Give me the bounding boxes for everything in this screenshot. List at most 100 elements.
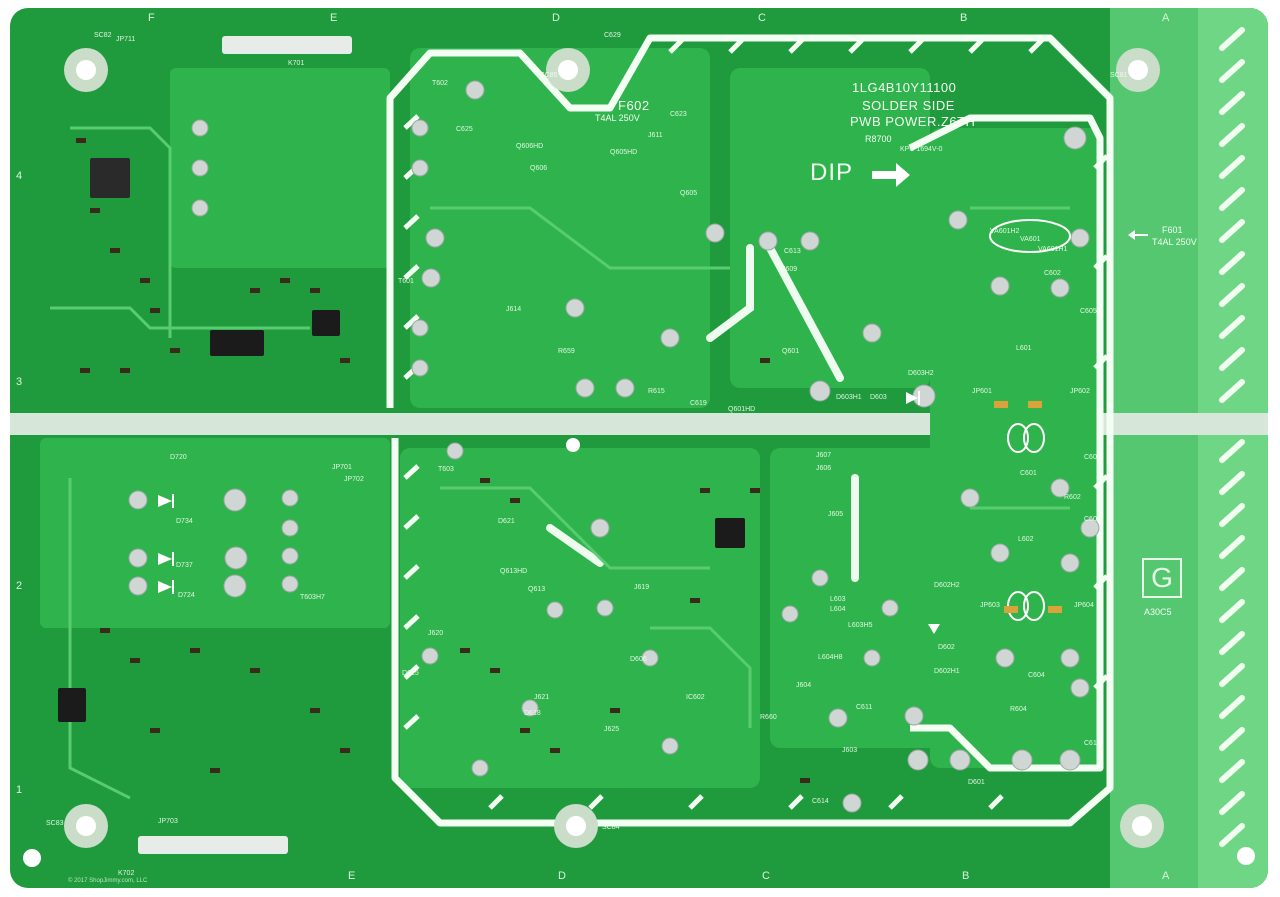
designator-j604: J604 xyxy=(796,682,812,689)
designator-c605: C605 xyxy=(1080,308,1097,315)
designator-j619: J619 xyxy=(634,584,650,591)
designator-r659: R659 xyxy=(558,348,575,355)
pcb-artwork xyxy=(10,8,1268,888)
fuse-f602-label: F602 xyxy=(618,98,650,113)
fuse-f601-rating: T4AL 250V xyxy=(1152,237,1197,247)
designator-j614: J614 xyxy=(506,306,522,313)
designator-d601: D601 xyxy=(968,779,985,786)
designator-d602h1: D602H1 xyxy=(934,668,960,675)
grid-col-top-e: E xyxy=(330,12,338,24)
designator-c614: C614 xyxy=(812,798,829,805)
designator-l602: L602 xyxy=(1018,536,1034,543)
designator-c625: C625 xyxy=(456,126,473,133)
designator-jp702: JP702 xyxy=(344,476,364,483)
designator-j611: J611 xyxy=(648,132,663,139)
designator-d737: D737 xyxy=(176,562,193,569)
grid-col-bottom-d: D xyxy=(558,870,566,882)
certification-label: KPC 1694V-0 xyxy=(900,146,943,153)
designator-jp603: JP603 xyxy=(980,602,1000,609)
designator-d603: D603 xyxy=(870,394,887,401)
designator-sc83: SC83 xyxy=(46,820,64,827)
designator-r615: R615 xyxy=(648,388,665,395)
grid-row-1: 1 xyxy=(16,784,23,796)
designator-d602h2: D602H2 xyxy=(934,582,960,589)
designator-l601: L601 xyxy=(1016,345,1032,352)
designator-q606: Q606 xyxy=(530,165,548,172)
heatsink-slots xyxy=(1219,27,1245,847)
designator-r602: R602 xyxy=(1064,494,1081,501)
designator-c607: C607 xyxy=(1084,454,1101,461)
dip-label: DIP xyxy=(810,159,854,186)
designator-q605hd: Q605HD xyxy=(610,149,638,156)
fuse-f601-label: F601 xyxy=(1162,225,1183,235)
designator-va601h1: VA601H1 xyxy=(1038,246,1068,253)
grid-row-3: 3 xyxy=(16,376,23,388)
designator-j605: J605 xyxy=(828,511,844,518)
designator-c606: C606 xyxy=(1084,516,1101,523)
designator-d603h2: D603H2 xyxy=(908,370,934,377)
smd-components xyxy=(76,138,810,783)
designator-l603: L603 xyxy=(830,596,846,603)
designator-t601: T601 xyxy=(398,278,414,285)
choke-coils xyxy=(989,219,1071,621)
designator-jp602: JP602 xyxy=(1070,388,1090,395)
designator-jp701: JP701 xyxy=(332,464,352,471)
designator-q613: Q613 xyxy=(528,586,546,593)
grid-col-top-b: B xyxy=(960,12,968,24)
mounting-holes xyxy=(23,48,1255,867)
designator-l604h8: L604H8 xyxy=(818,654,843,661)
designator-c629: C629 xyxy=(604,32,621,39)
designator-t602: T602 xyxy=(432,80,448,87)
designator-l604: L604 xyxy=(830,606,846,613)
grid-col-bottom-a: A xyxy=(1162,870,1170,882)
designator-d621: D621 xyxy=(498,518,515,525)
dip-direction-arrow-icon xyxy=(872,163,910,187)
designator-sc85: SC85 xyxy=(540,72,558,79)
designator-ic602: IC602 xyxy=(686,694,705,701)
connector-headers xyxy=(138,36,352,854)
designator-r604: R604 xyxy=(1010,706,1027,713)
grid-row-2: 2 xyxy=(16,580,23,592)
designator-c601: C601 xyxy=(1020,470,1037,477)
designator-d618: D618 xyxy=(524,710,541,717)
grid-col-top-a: A xyxy=(1162,12,1170,24)
diode-symbols xyxy=(158,391,940,634)
designator-j606: J606 xyxy=(816,465,832,472)
grid-col-bottom-c: C xyxy=(762,870,770,882)
designator-c604: C604 xyxy=(1028,672,1045,679)
designator-q606hd: Q606HD xyxy=(516,143,544,150)
designator-q605: Q605 xyxy=(680,190,698,197)
designator-d734: D734 xyxy=(176,518,193,525)
designator-k702: K702 xyxy=(118,870,135,877)
designator-j607: J607 xyxy=(816,452,832,459)
fuse-f601-arrow-icon xyxy=(1128,230,1148,240)
designator-c619: C619 xyxy=(690,400,707,407)
designator-jp604: JP604 xyxy=(1074,602,1094,609)
designator-j621: J621 xyxy=(534,694,550,701)
fuse-bodies xyxy=(994,401,1062,613)
grid-col-top-d: D xyxy=(552,12,560,24)
designator-d724: D724 xyxy=(178,592,195,599)
pwb-label: PWB POWER.Z6TH xyxy=(850,114,976,129)
copper-pours xyxy=(40,48,1100,788)
isolation-outline xyxy=(386,34,1114,827)
designator-j603: J603 xyxy=(842,747,858,754)
designator-t603h7: T603H7 xyxy=(300,594,325,601)
designator-c602: C602 xyxy=(1044,270,1061,277)
designator-t603: T603 xyxy=(438,466,454,473)
designator-c623: C623 xyxy=(670,111,687,118)
designator-va601h2: VA601H2 xyxy=(990,228,1020,235)
designator-jp601: JP601 xyxy=(972,388,992,395)
designator-k701: K701 xyxy=(288,60,305,67)
designator-q613hd: Q613HD xyxy=(500,568,528,575)
copyright-notice: © 2017 ShopJimmy.com, LLC xyxy=(68,878,148,884)
power-traces xyxy=(546,244,859,582)
solder-pads xyxy=(128,80,1100,813)
designator-d720: D720 xyxy=(170,454,187,461)
designator-jp703: JP703 xyxy=(158,818,178,825)
designator-l603h5: L603H5 xyxy=(848,622,873,629)
r8700-label: R8700 xyxy=(865,134,892,144)
designator-sc84: SC84 xyxy=(602,824,620,831)
designator-j625: J625 xyxy=(604,726,620,733)
integrated-circuits xyxy=(58,158,745,722)
